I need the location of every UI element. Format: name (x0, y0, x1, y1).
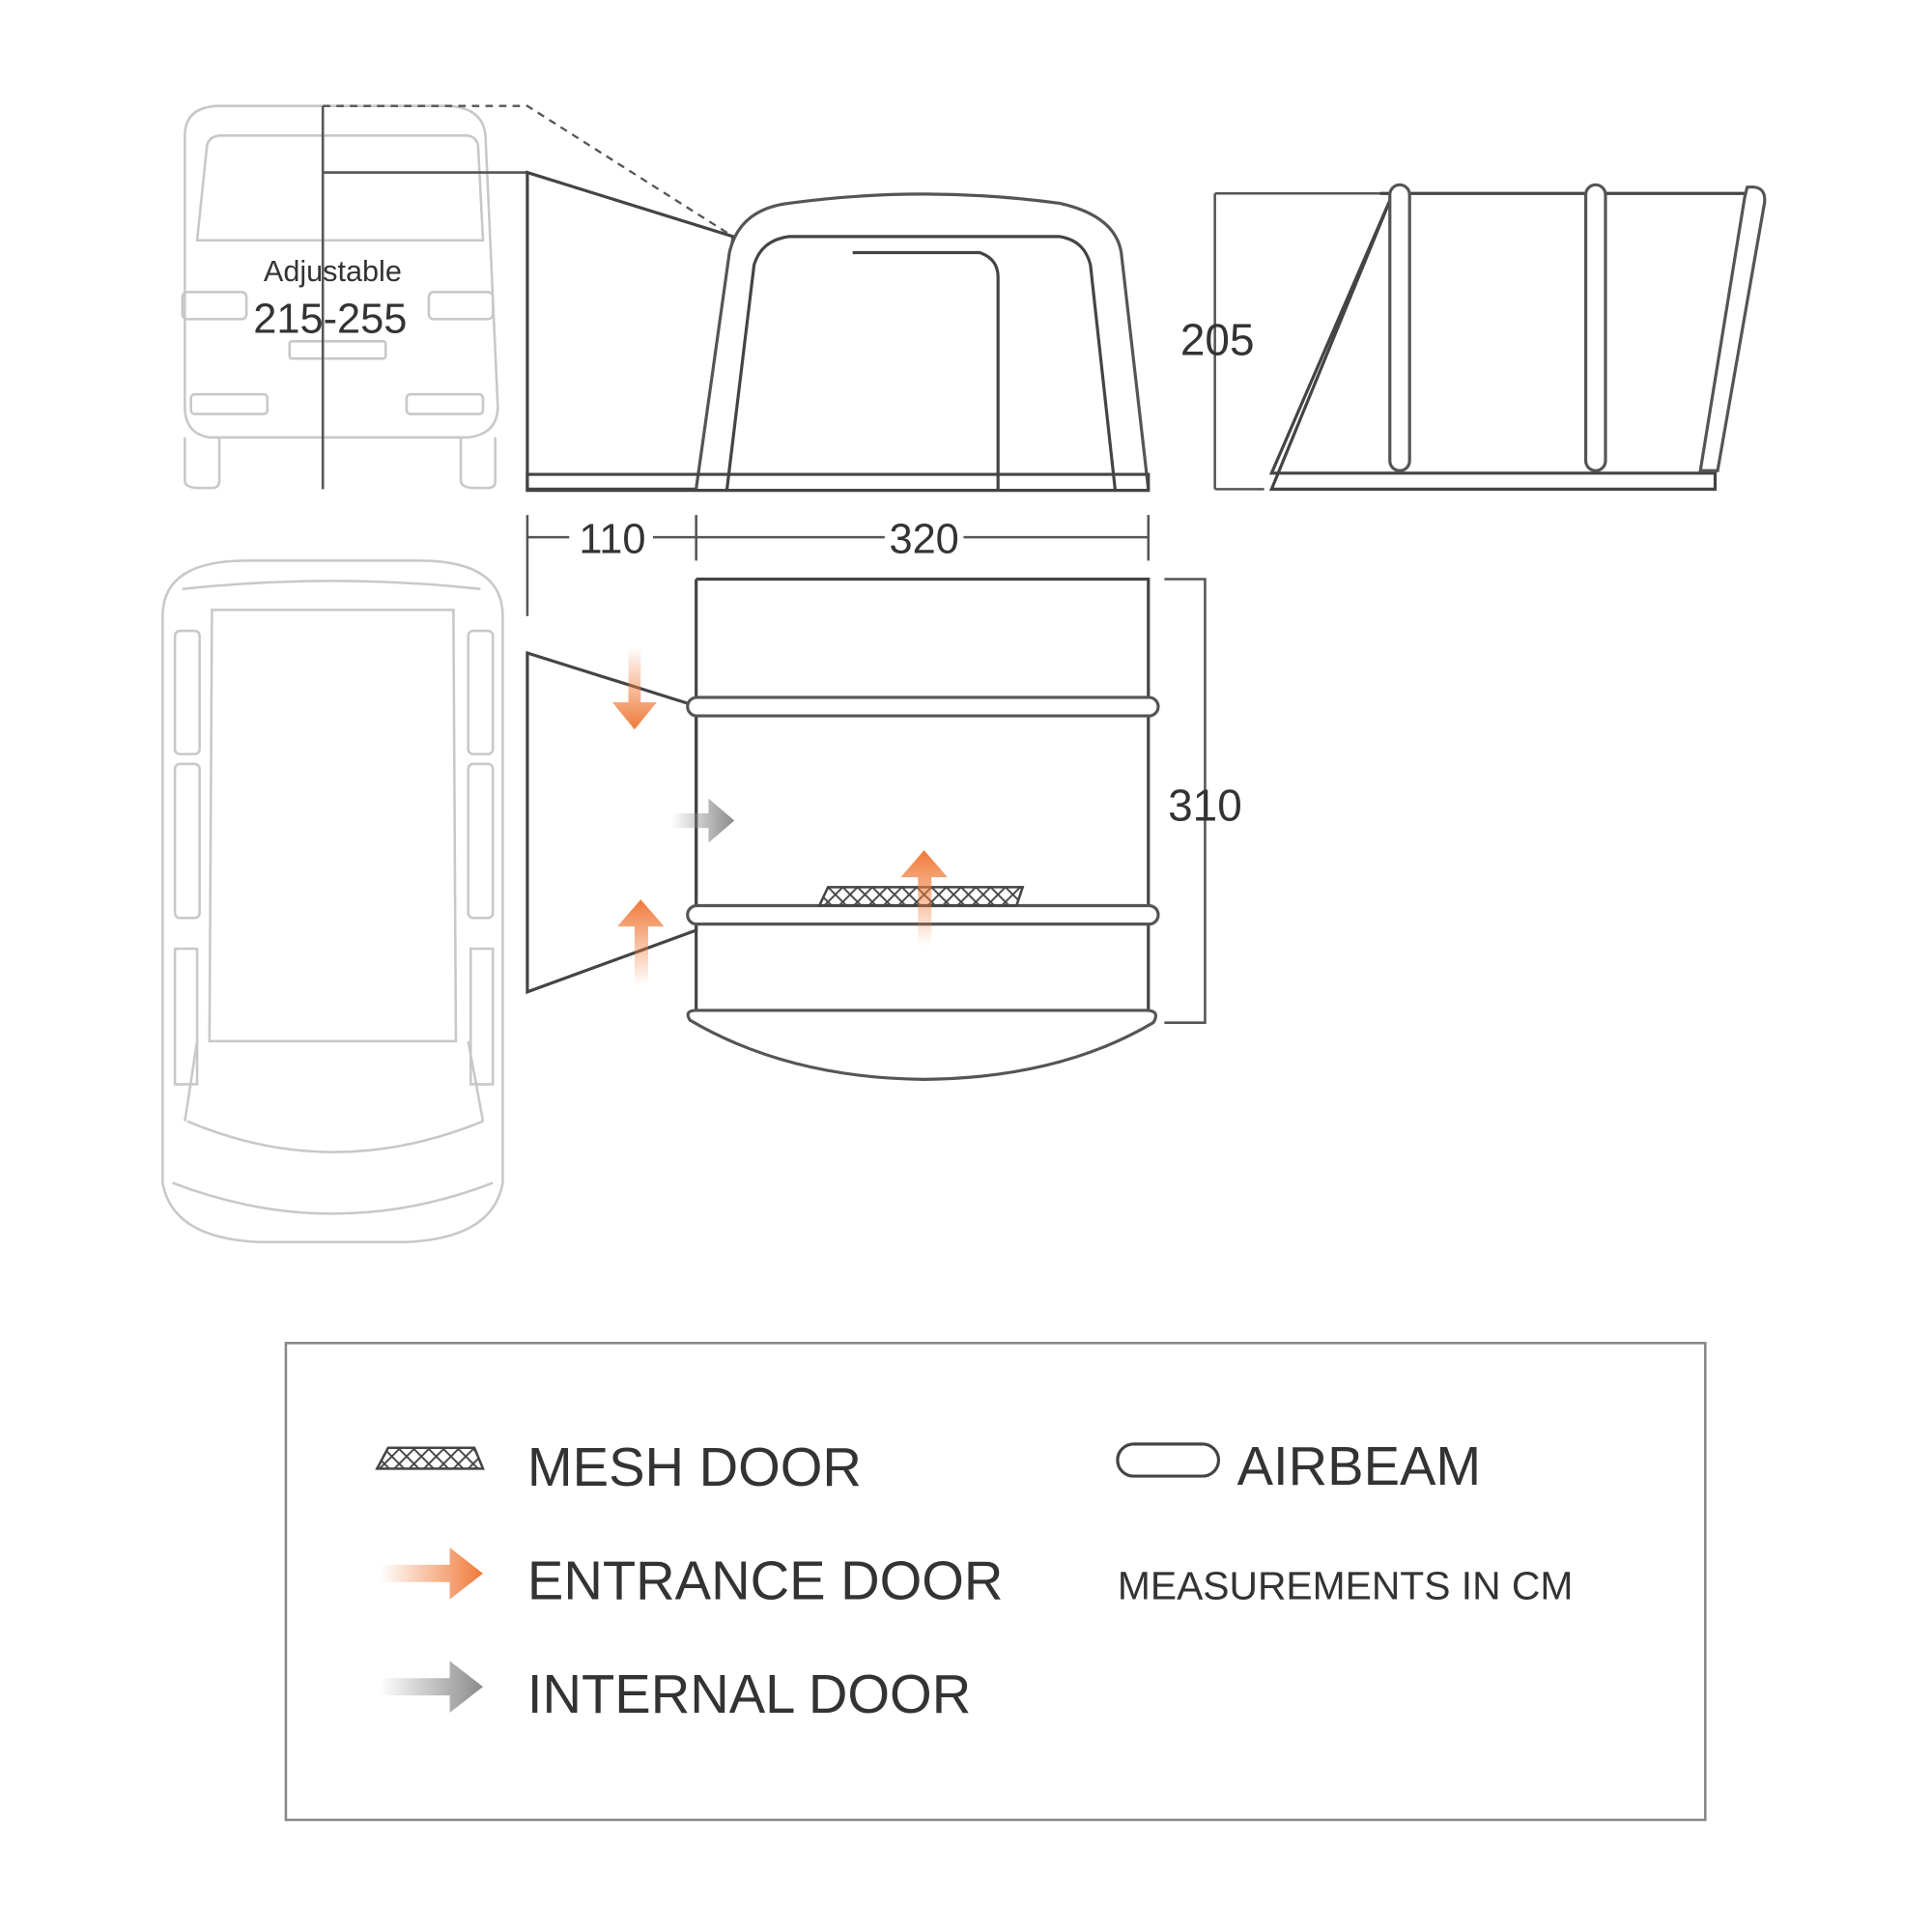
awning-profile-view (1213, 183, 1767, 491)
units-note: MEASUREMENTS IN CM (1118, 1564, 1573, 1608)
internal-door-legend-icon (379, 1661, 483, 1713)
airbeam-legend-icon (1116, 1442, 1221, 1478)
mesh-door-legend-icon (375, 1446, 485, 1470)
entrance-door-arrow-icon (900, 850, 948, 947)
depth-dimension-line (1164, 578, 1207, 1024)
awning-top-view (526, 577, 1160, 1081)
awning-side-view (526, 170, 1151, 493)
entrance-door-arrow-icon (617, 899, 665, 986)
internal-door-legend-label: INTERNAL DOOR (527, 1663, 971, 1724)
width-dimension-lines (526, 515, 1151, 616)
entrance-door-legend-icon (379, 1548, 483, 1600)
annex-width-label: 110 (579, 517, 645, 563)
adjustable-dimension-line (321, 105, 527, 490)
depth-dimension-label: 310 (1168, 780, 1242, 830)
mesh-door-legend-label: MESH DOOR (527, 1436, 862, 1497)
adjustable-height-dashed-line (323, 104, 734, 238)
entrance-door-arrow-icon (611, 646, 657, 730)
airbeam-legend-label: AIRBEAM (1237, 1435, 1482, 1496)
van-top-view (161, 559, 504, 1243)
entrance-door-legend-label: ENTRANCE DOOR (527, 1550, 1004, 1611)
internal-door-arrow-icon (671, 798, 735, 843)
adjustable-range-label: 215-255 (253, 296, 407, 342)
adjustable-label: Adjustable (264, 255, 402, 288)
height-dimension-label: 205 (1180, 314, 1255, 364)
legend-box (284, 1342, 1707, 1822)
van-rear-view (181, 104, 499, 490)
main-width-label: 320 (889, 517, 958, 563)
airbeam (686, 696, 1160, 718)
